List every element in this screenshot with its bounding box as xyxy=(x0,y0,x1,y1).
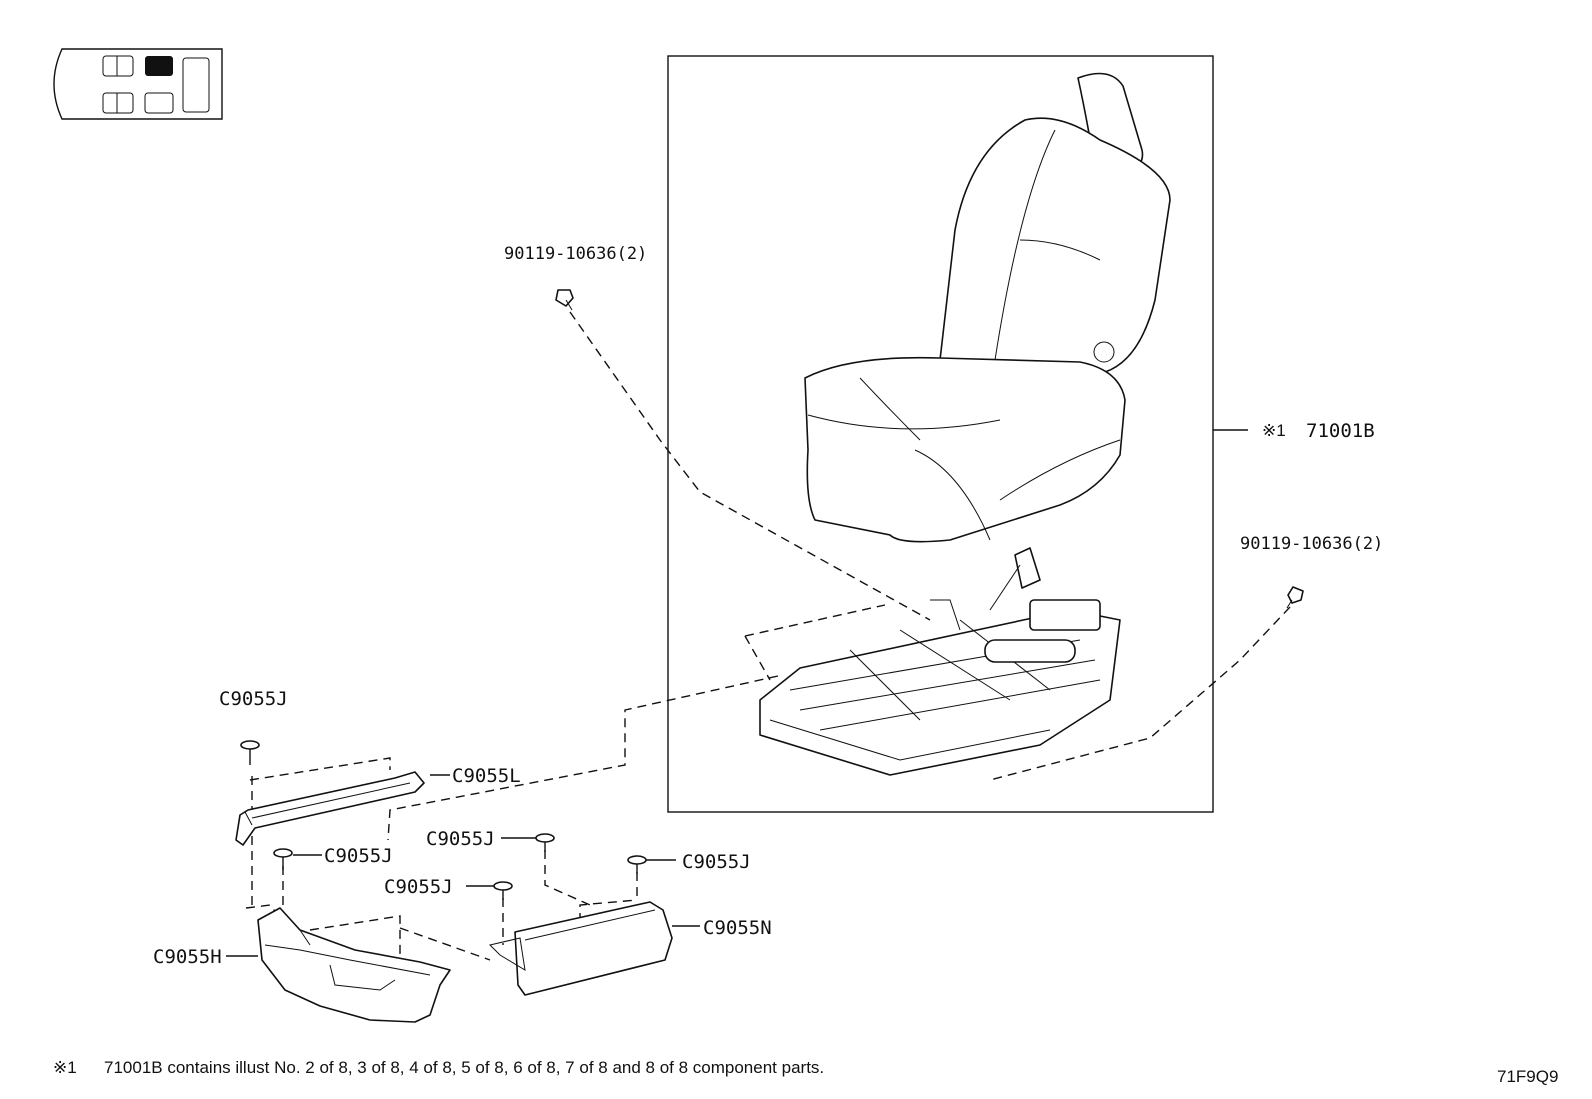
assembly-label: 71001B xyxy=(1306,420,1375,442)
clip-icon xyxy=(273,848,293,870)
seat-illustration xyxy=(804,72,1171,543)
clip-icon xyxy=(627,855,647,874)
clip-icon xyxy=(535,833,555,852)
clip-icon xyxy=(493,881,513,900)
clip-mid-center-label: C9055J xyxy=(426,828,495,850)
cover-n-part xyxy=(489,901,673,996)
seat-track-frame xyxy=(759,547,1121,776)
cover-l-label: C9055L xyxy=(452,765,521,787)
clip-mid-right-label: C9055J xyxy=(682,851,751,873)
dashed-leaders xyxy=(245,311,1291,961)
bolt-left-icon xyxy=(555,289,574,311)
assembly-frame xyxy=(667,55,1214,813)
seat-locator-icon xyxy=(53,48,223,120)
bolt-right-label: 90119-10636(2) xyxy=(1240,534,1383,554)
clip-icon xyxy=(240,740,260,765)
cover-h-part xyxy=(257,907,451,1023)
cover-n-label: C9055N xyxy=(703,917,772,939)
clip-mid-left-label: C9055J xyxy=(324,845,393,867)
label-leaders xyxy=(226,774,700,957)
bolt-right-icon xyxy=(1286,586,1304,609)
cover-l-part xyxy=(235,771,425,846)
bolt-left-label: 90119-10636(2) xyxy=(504,244,647,264)
cover-h-label: C9055H xyxy=(153,946,222,968)
assembly-mark: ※1 xyxy=(1262,421,1286,440)
footnote-mark: ※1 xyxy=(53,1058,77,1077)
diagram-code: 71F9Q9 xyxy=(1497,1067,1558,1086)
clip-top-left-label: C9055J xyxy=(219,688,288,710)
clip-low-center-label: C9055J xyxy=(384,876,453,898)
footnote-text: 71001B contains illust No. 2 of 8, 3 of … xyxy=(104,1058,824,1077)
